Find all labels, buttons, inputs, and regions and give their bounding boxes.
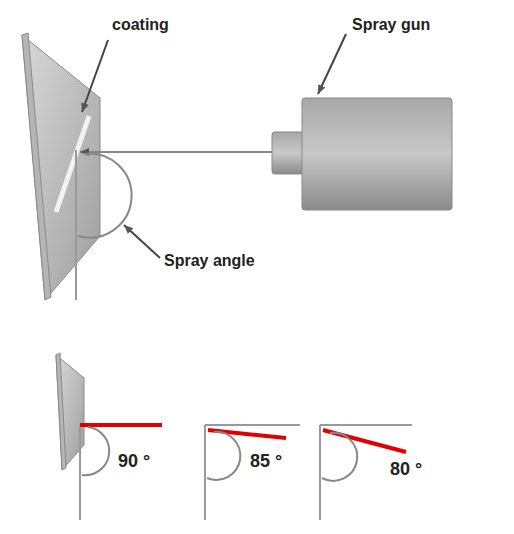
coating-strip [56, 116, 89, 212]
spray-path [80, 151, 272, 153]
angle-value: 85 ° [250, 452, 282, 472]
leader-line [82, 40, 108, 112]
normal-line [75, 150, 77, 300]
angle-value: 90 ° [118, 452, 150, 472]
angle-example [205, 425, 300, 520]
callout-label: coating [112, 16, 169, 34]
callout-label: Spray angle [164, 252, 255, 270]
angle-arc [78, 154, 132, 238]
substrate-plate [22, 33, 100, 300]
callout-label: Spray gun [352, 16, 430, 34]
angle-value: 80 ° [390, 460, 422, 480]
spray-gun [272, 98, 452, 210]
leader-line [124, 225, 160, 258]
angle-example [56, 353, 162, 520]
leader-line [318, 34, 346, 94]
